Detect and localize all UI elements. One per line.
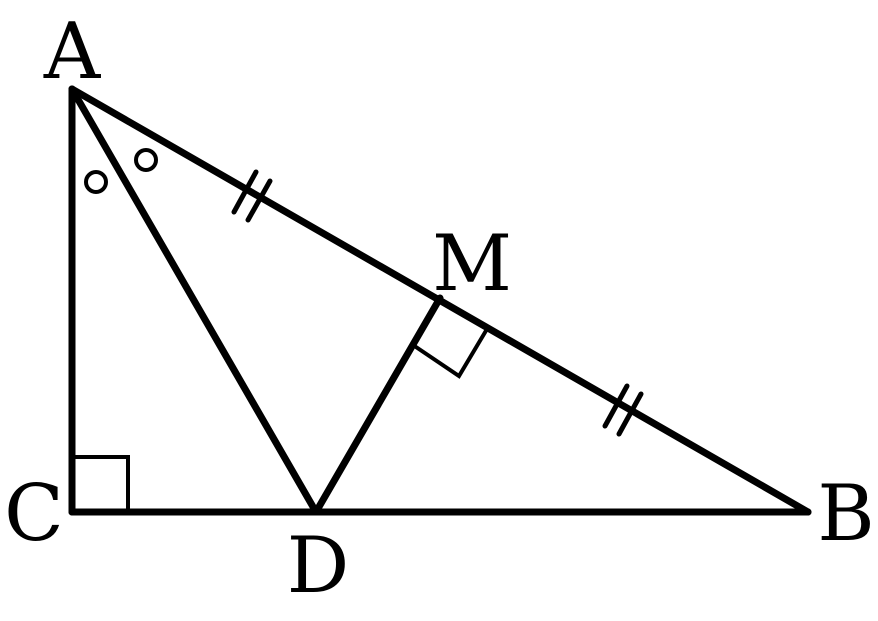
segment-dm: [312, 294, 444, 516]
tick-marks-am: [231, 169, 273, 223]
label-point-b: B: [817, 469, 874, 559]
segment-ad: [68, 85, 320, 516]
tick-marks-mb: [602, 383, 644, 437]
label-point-c: C: [4, 469, 64, 559]
label-point-d: D: [287, 521, 350, 611]
label-point-m: M: [432, 219, 512, 309]
right-angle-mark-c: [74, 455, 130, 510]
angle-mark-cad: [84, 170, 108, 194]
angle-mark-dab: [134, 148, 158, 172]
label-point-a: A: [43, 7, 102, 97]
right-angle-mark-m: [411, 327, 489, 379]
